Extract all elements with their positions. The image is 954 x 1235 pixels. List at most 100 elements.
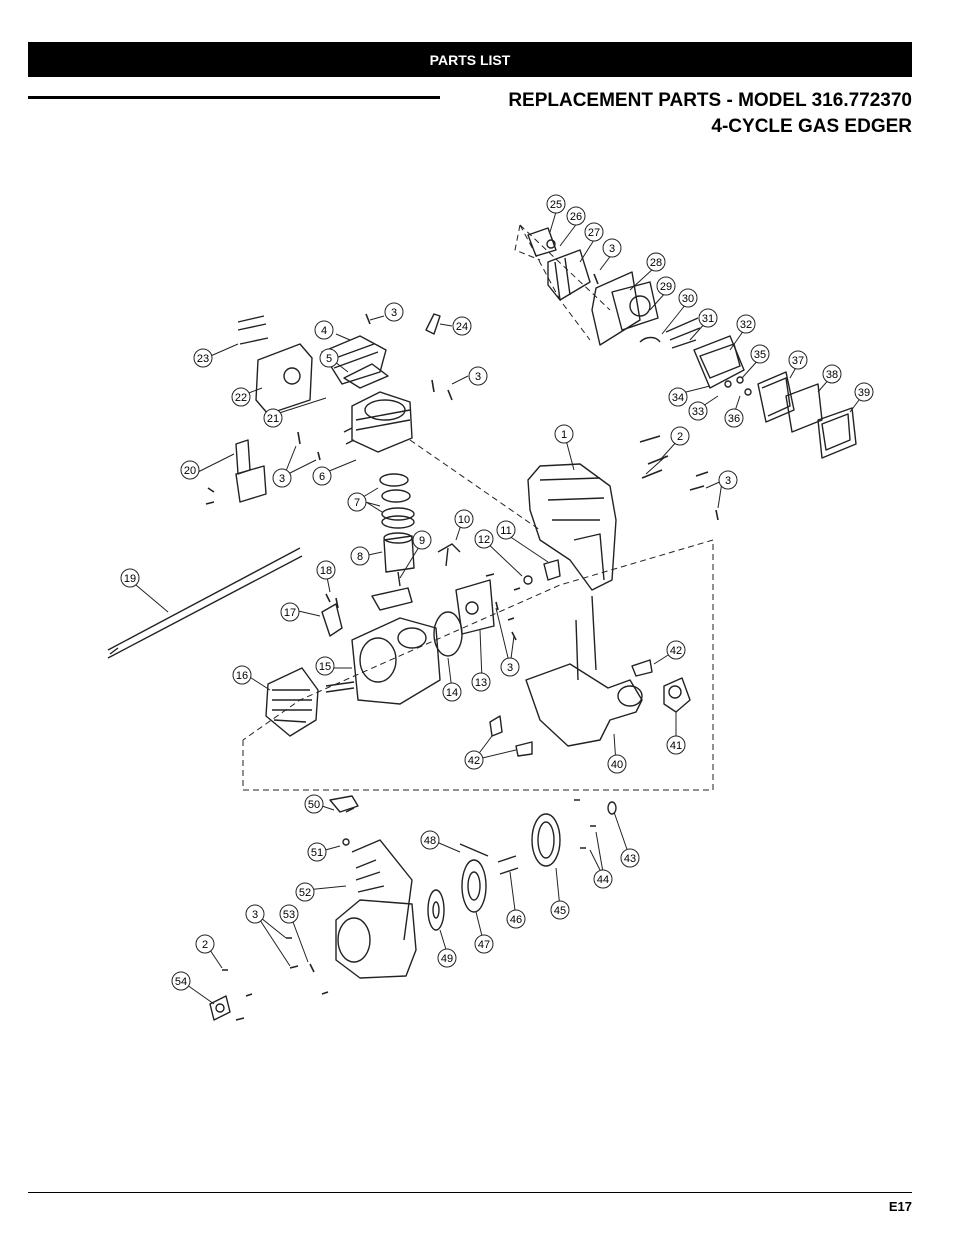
callout-13: 13 — [471, 672, 491, 692]
callout-labels: 25 26 27 3 28 29 30 31 32 4 3 24 23 5 35… — [120, 194, 874, 991]
svg-text:29: 29 — [660, 281, 672, 293]
svg-text:40: 40 — [611, 759, 623, 771]
callout-46: 46 — [506, 909, 526, 929]
callout-47: 47 — [474, 934, 494, 954]
callout-48: 48 — [420, 830, 440, 850]
svg-text:11: 11 — [500, 525, 511, 537]
callout-17: 17 — [280, 602, 300, 622]
svg-text:4: 4 — [321, 325, 327, 337]
svg-text:36: 36 — [728, 413, 740, 425]
svg-text:47: 47 — [478, 939, 490, 951]
callout-30: 30 — [678, 288, 698, 308]
section-header: PARTS LIST — [28, 42, 912, 77]
svg-text:44: 44 — [597, 874, 609, 886]
svg-text:49: 49 — [441, 953, 453, 965]
svg-text:23: 23 — [197, 353, 209, 365]
callout-33: 33 — [688, 401, 708, 421]
svg-text:7: 7 — [354, 497, 360, 509]
group-outline — [242, 224, 714, 791]
callout-42b: 42 — [464, 750, 484, 770]
callout-28: 28 — [646, 252, 666, 272]
svg-text:34: 34 — [672, 392, 684, 404]
svg-text:46: 46 — [510, 914, 522, 926]
callout-37: 37 — [788, 350, 808, 370]
callout-3g: 3 — [245, 904, 265, 924]
svg-text:35: 35 — [754, 349, 766, 361]
callout-24: 24 — [452, 316, 472, 336]
callout-16: 16 — [232, 665, 252, 685]
svg-text:24: 24 — [456, 321, 468, 333]
footer-rule — [28, 1192, 912, 1193]
svg-text:48: 48 — [424, 835, 436, 847]
callout-38: 38 — [822, 364, 842, 384]
svg-text:42: 42 — [670, 645, 682, 657]
callout-35: 35 — [750, 344, 770, 364]
svg-text:37: 37 — [792, 355, 804, 367]
shaft-housing — [489, 595, 691, 757]
callout-3e: 3 — [718, 470, 738, 490]
callout-3: 3 — [602, 238, 622, 258]
svg-text:39: 39 — [858, 387, 870, 399]
callout-42: 42 — [666, 640, 686, 660]
svg-text:51: 51 — [311, 847, 323, 859]
svg-text:32: 32 — [740, 319, 752, 331]
callout-4: 4 — [314, 320, 334, 340]
callout-25: 25 — [546, 194, 566, 214]
svg-text:33: 33 — [692, 406, 704, 418]
svg-text:18: 18 — [320, 565, 332, 577]
callout-41: 41 — [666, 735, 686, 755]
callout-39: 39 — [854, 382, 874, 402]
callout-54: 54 — [171, 971, 191, 991]
callout-32: 32 — [736, 314, 756, 334]
callout-31: 31 — [698, 308, 718, 328]
svg-text:25: 25 — [550, 199, 562, 211]
callout-3c: 3 — [468, 366, 488, 386]
section-header-label: PARTS LIST — [429, 51, 511, 68]
callout-6: 6 — [312, 466, 332, 486]
callout-3f: 3 — [500, 657, 520, 677]
svg-text:8: 8 — [357, 551, 363, 563]
svg-text:9: 9 — [419, 535, 425, 547]
callout-51: 51 — [307, 842, 327, 862]
svg-text:14: 14 — [446, 687, 458, 699]
svg-text:54: 54 — [175, 976, 187, 988]
carburetor-assembly — [527, 227, 857, 459]
callout-29: 29 — [656, 276, 676, 296]
starter-assembly — [209, 795, 617, 1021]
svg-text:19: 19 — [124, 573, 136, 585]
callout-26: 26 — [566, 206, 586, 226]
callout-52: 52 — [295, 882, 315, 902]
svg-text:53: 53 — [283, 909, 295, 921]
svg-text:1: 1 — [561, 429, 567, 441]
callout-5: 5 — [319, 348, 339, 368]
page-title: REPLACEMENT PARTS - MODEL 316.772370 4-C… — [508, 88, 912, 140]
callout-14: 14 — [442, 682, 462, 702]
svg-text:31: 31 — [702, 313, 714, 325]
callout-10: 10 — [454, 509, 474, 529]
callout-2b: 2 — [195, 934, 215, 954]
callout-34: 34 — [668, 387, 688, 407]
callout-20: 20 — [180, 460, 200, 480]
svg-text:13: 13 — [475, 677, 487, 689]
svg-text:2: 2 — [677, 431, 683, 443]
callout-7: 7 — [347, 492, 367, 512]
svg-text:3: 3 — [252, 909, 258, 921]
svg-text:27: 27 — [588, 227, 600, 239]
svg-text:38: 38 — [826, 369, 838, 381]
callout-27: 27 — [584, 222, 604, 242]
svg-text:3: 3 — [609, 243, 615, 255]
callout-45: 45 — [550, 900, 570, 920]
callout-19: 19 — [120, 568, 140, 588]
svg-text:42: 42 — [468, 755, 480, 767]
callout-50: 50 — [304, 794, 324, 814]
callout-53: 53 — [279, 904, 299, 924]
svg-text:3: 3 — [279, 473, 285, 485]
callout-40: 40 — [607, 754, 627, 774]
callout-44: 44 — [593, 869, 613, 889]
svg-text:6: 6 — [319, 471, 325, 483]
svg-text:10: 10 — [458, 514, 470, 526]
piston-assembly — [371, 473, 561, 611]
page-title-line-2: 4-CYCLE GAS EDGER — [711, 116, 912, 137]
callout-9: 9 — [412, 530, 432, 550]
